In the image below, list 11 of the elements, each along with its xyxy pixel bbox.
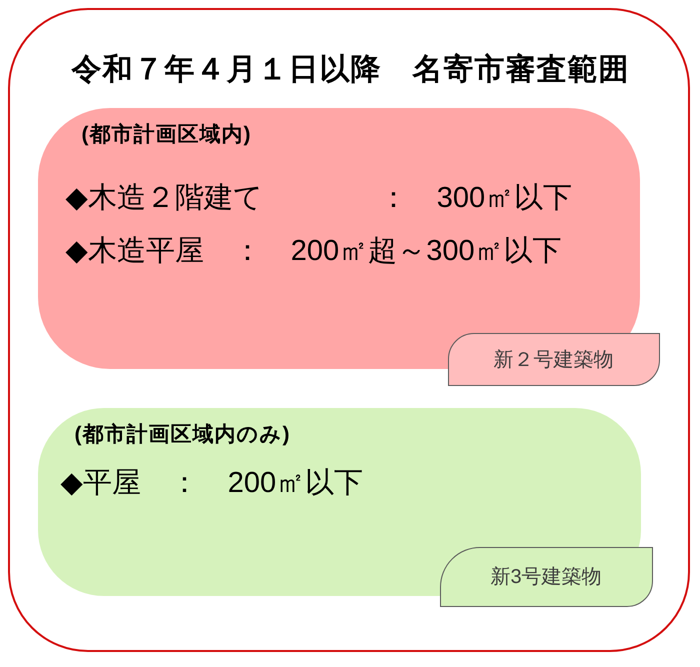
criteria-line: ◆木造平屋 ： 200㎡超～300㎡以下	[66, 234, 562, 269]
criteria-line: ◆平屋 ： 200㎡以下	[60, 466, 364, 501]
rounded-panel	[38, 408, 640, 596]
tag-box: 新3号建築物	[440, 546, 652, 606]
frame-heading: 令和７年４月１日以降 名寄市審査範囲	[72, 52, 630, 88]
rounded-panel	[38, 108, 640, 368]
section-heading: (都市計画区域内)	[82, 122, 252, 148]
section-heading: (都市計画区域内のみ)	[74, 422, 290, 448]
rounded-frame	[8, 8, 690, 652]
tag-box: 新２号建築物	[448, 332, 660, 386]
criteria-line: ◆木造２階建て ： 300㎡以下	[66, 181, 572, 216]
